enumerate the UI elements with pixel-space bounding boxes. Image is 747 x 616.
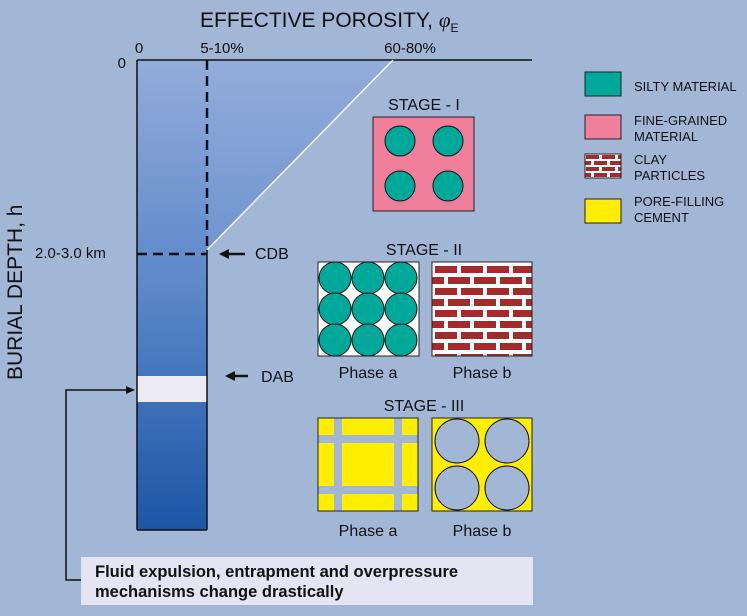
legend-swatch-silty — [584, 71, 622, 97]
stage-3-phase-b-block — [431, 417, 533, 512]
note-connector-arrowhead — [126, 386, 135, 394]
note-line-1: Fluid expulsion, entrapment and overpres… — [95, 563, 459, 581]
stage-3-phase-b-label: Phase b — [453, 523, 512, 540]
stage-1-title: STAGE - I — [388, 97, 460, 114]
silty-grain — [384, 323, 418, 357]
stage-3-phase-a-label: Phase a — [339, 523, 398, 540]
note-connector-line — [65, 389, 130, 581]
silty-grain — [384, 261, 418, 295]
stage-2-phase-a-grains — [318, 261, 418, 357]
note-line-2: mechanisms change drastically — [95, 583, 344, 601]
legend-swatch-fine-grained — [584, 114, 622, 140]
x-tick-60-80: 60-80% — [384, 40, 436, 57]
silty-grain — [384, 125, 416, 157]
x-tick-0: 0 — [135, 40, 143, 57]
pore-gap — [318, 435, 418, 443]
pore-gap — [394, 418, 402, 511]
dab-band — [137, 376, 207, 402]
legend-label-cement-1: PORE-FILLING — [634, 194, 724, 209]
dissolved-grain — [484, 418, 530, 464]
legend-swatch-clay — [584, 153, 622, 179]
silty-grain — [384, 292, 418, 326]
silty-grain — [351, 261, 385, 295]
dissolved-grain — [434, 465, 480, 511]
silty-grain — [351, 292, 385, 326]
silty-grain — [384, 170, 416, 202]
legend-label-clay-1: CLAY — [634, 152, 667, 167]
stage-2-phase-b-block — [431, 261, 533, 357]
stage-1-grains — [384, 125, 464, 202]
cdb-arrowhead — [219, 249, 229, 259]
porosity-curve — [206, 59, 394, 251]
stage-3-phase-a-block — [317, 417, 419, 512]
dab-label: DAB — [261, 369, 294, 386]
dissolved-grain — [434, 418, 480, 464]
legend-label-silty: SILTY MATERIAL — [634, 79, 737, 94]
stage-2-phase-b-label: Phase b — [453, 365, 512, 382]
porosity-column — [137, 60, 207, 530]
y-axis-label: BURIAL DEPTH, h — [4, 205, 27, 380]
pore-gap — [318, 486, 418, 494]
silty-grain — [318, 261, 352, 295]
chart-title: EFFECTIVE POROSITY, φE — [200, 8, 458, 35]
x-tick-5-10: 5-10% — [200, 40, 243, 57]
legend-swatch-cement — [584, 198, 622, 224]
legend-label-cement-2: CEMENT — [634, 210, 689, 225]
legend-label-fine-grained-2: MATERIAL — [634, 129, 698, 144]
y-tick-zero: 0 — [118, 55, 126, 72]
cdb-label: CDB — [255, 246, 289, 263]
silty-grain — [318, 323, 352, 357]
silty-grain — [432, 125, 464, 157]
stage-3-title: STAGE - III — [384, 398, 465, 415]
dissolved-grain — [484, 465, 530, 511]
silty-grain — [318, 292, 352, 326]
silty-grain — [432, 170, 464, 202]
dab-arrowhead — [225, 371, 235, 381]
legend: SILTY MATERIAL FINE-GRAINED MATERIAL CLA… — [584, 71, 737, 225]
legend-label-fine-grained-1: FINE-GRAINED — [634, 113, 727, 128]
legend-label-clay-2: PARTICLES — [634, 168, 705, 183]
note-box: Fluid expulsion, entrapment and overpres… — [81, 557, 533, 605]
stage-2-phase-a-label: Phase a — [339, 365, 398, 382]
stage-2-title: STAGE - II — [386, 242, 462, 259]
silty-grain — [351, 323, 385, 357]
pore-gap — [334, 418, 342, 511]
depth-label: 2.0-3.0 km — [35, 245, 106, 262]
